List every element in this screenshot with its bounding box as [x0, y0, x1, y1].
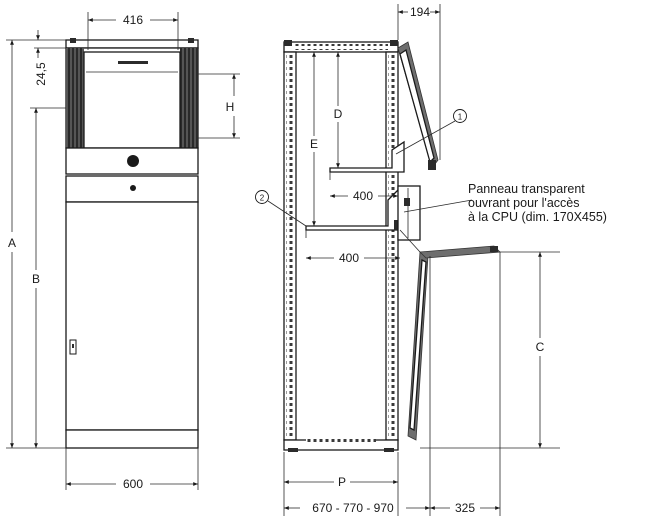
- dim-label-d: D: [334, 107, 343, 121]
- front-monitor-window: [83, 51, 181, 149]
- front-dimensions: 416 A 24,5 B H 600: [6, 12, 240, 491]
- dim-label-depth-options: 670 - 770 - 970: [312, 501, 394, 515]
- callout-circle-2: [255, 190, 269, 204]
- dim-label-h: H: [226, 100, 235, 114]
- callout-label-1: 1: [458, 113, 463, 122]
- side-keyboard-lid-handle: [490, 246, 498, 252]
- front-vent-left: [66, 48, 84, 148]
- dim-label-325: 325: [455, 501, 475, 515]
- callout-leader-2: [267, 200, 307, 227]
- front-base: [65, 429, 199, 449]
- side-top-corner-left: [284, 40, 292, 46]
- side-rail-holes-left: [286, 54, 294, 438]
- dim-label-194: 194: [410, 5, 430, 19]
- annotation-leader: [403, 199, 473, 213]
- annotation-line-1: Panneau transparent: [468, 182, 585, 196]
- front-lower-door: [65, 201, 199, 431]
- side-lower-shelf-clip: [394, 220, 398, 230]
- side-lid-hinge-line: [399, 229, 421, 253]
- side-rail-holes-right: [388, 54, 396, 438]
- side-view: [283, 40, 501, 452]
- annotation-note: Panneau transparent ouvrant pour l'accès…: [468, 182, 607, 224]
- callout-leader-1: [395, 120, 456, 155]
- front-vent-right: [180, 48, 198, 148]
- front-cap-knob-left: [70, 38, 76, 43]
- annotation-line-2: ouvrant pour l'accès: [468, 196, 579, 210]
- side-top-rail: [294, 44, 388, 50]
- side-upper-shelf: [329, 140, 405, 173]
- side-cpu-panel-hinge: [404, 198, 410, 206]
- side-lower-door-inner: [409, 258, 427, 432]
- callout-circle-1: [453, 109, 467, 123]
- dim-label-600: 600: [123, 477, 143, 491]
- dim-label-416: 416: [123, 13, 143, 27]
- front-drawer-knob: [127, 155, 139, 167]
- side-foot-right: [384, 448, 394, 452]
- side-upper-door-latch: [428, 160, 436, 170]
- dim-label-400-upper: 400: [353, 189, 373, 203]
- side-bottom-rail: [306, 436, 376, 442]
- side-top-corner-right: [390, 40, 398, 46]
- front-cpu-knob: [130, 185, 136, 191]
- front-cap-knob-right: [188, 38, 194, 43]
- side-keyboard-lid: [419, 245, 501, 259]
- side-foot-left: [288, 448, 298, 452]
- callout-label-2: 2: [260, 194, 265, 203]
- front-lock-key: [72, 344, 74, 348]
- dim-label-24-5: 24,5: [34, 62, 48, 86]
- annotation-line-3: à la CPU (dim. 170X455): [468, 210, 607, 224]
- side-dimensions: 194 D E 400 400 C P 670 - 770 - 970: [283, 4, 560, 516]
- callouts: 1 2: [255, 109, 473, 227]
- dim-label-c: C: [536, 340, 545, 354]
- dim-label-e: E: [310, 137, 318, 151]
- front-brand-logo: [118, 61, 148, 64]
- dim-label-p: P: [338, 475, 346, 489]
- front-view: [65, 38, 199, 449]
- dim-label-b: B: [32, 272, 40, 286]
- dim-label-a: A: [8, 236, 16, 250]
- side-upper-door-inner: [399, 48, 435, 164]
- dim-label-400-lower: 400: [339, 251, 359, 265]
